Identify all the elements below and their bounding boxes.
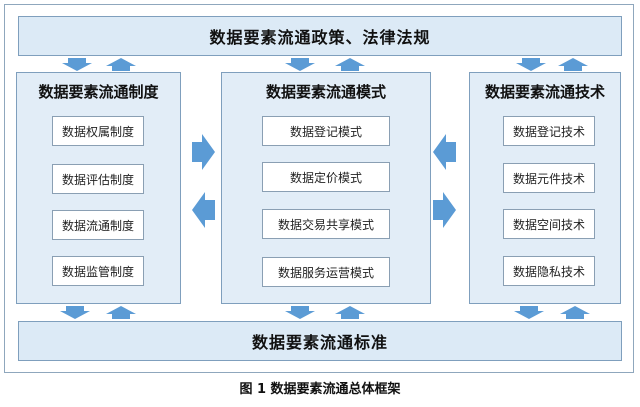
arrow-up-icon (558, 58, 588, 71)
item-tech-4: 数据隐私技术 (503, 256, 595, 286)
standards-band: 数据要素流通标准 (18, 321, 622, 361)
arrow-up-icon (335, 306, 365, 319)
item-system-1: 数据权属制度 (52, 116, 144, 146)
column-mode-title: 数据要素流通模式 (265, 83, 386, 101)
column-technology-title: 数据要素流通技术 (484, 83, 605, 101)
column-system: 数据要素流通制度 数据权属制度 数据评估制度 数据流通制度 数据监管制度 (16, 72, 181, 304)
arrow-right-icon (433, 192, 456, 228)
policy-law-band: 数据要素流通政策、法律法规 (18, 16, 622, 56)
arrow-down-icon (514, 306, 544, 319)
item-tech-2: 数据元件技术 (503, 163, 595, 193)
arrow-left-icon (192, 192, 215, 228)
item-mode-3: 数据交易共享模式 (262, 209, 390, 239)
item-mode-1: 数据登记模式 (262, 116, 390, 146)
arrow-down-icon (285, 58, 315, 71)
item-tech-3: 数据空间技术 (503, 209, 595, 239)
figure-caption: 图 1 数据要素流通总体框架 (239, 382, 401, 397)
arrow-right-icon (192, 134, 215, 170)
policy-law-label: 数据要素流通政策、法律法规 (209, 28, 431, 47)
item-system-2: 数据评估制度 (52, 164, 144, 194)
arrow-up-icon (335, 58, 365, 71)
arrow-down-icon (62, 58, 92, 71)
item-tech-1: 数据登记技术 (503, 116, 595, 146)
column-system-title: 数据要素流通制度 (38, 83, 159, 101)
arrow-down-icon (285, 306, 315, 319)
arrow-up-icon (106, 58, 136, 71)
item-system-4: 数据监管制度 (52, 256, 144, 286)
arrow-down-icon (60, 306, 90, 319)
item-mode-4: 数据服务运营模式 (262, 257, 390, 287)
item-mode-2: 数据定价模式 (262, 162, 390, 192)
arrow-up-icon (106, 306, 136, 319)
column-mode: 数据要素流通模式 数据登记模式 数据定价模式 数据交易共享模式 数据服务运营模式 (221, 72, 431, 304)
arrow-up-icon (560, 306, 590, 319)
arrow-down-icon (516, 58, 546, 71)
column-technology: 数据要素流通技术 数据登记技术 数据元件技术 数据空间技术 数据隐私技术 (469, 72, 621, 304)
arrow-left-icon (433, 134, 456, 170)
diagram-frame (4, 4, 634, 373)
standards-label: 数据要素流通标准 (251, 333, 388, 352)
item-system-3: 数据流通制度 (52, 210, 144, 240)
